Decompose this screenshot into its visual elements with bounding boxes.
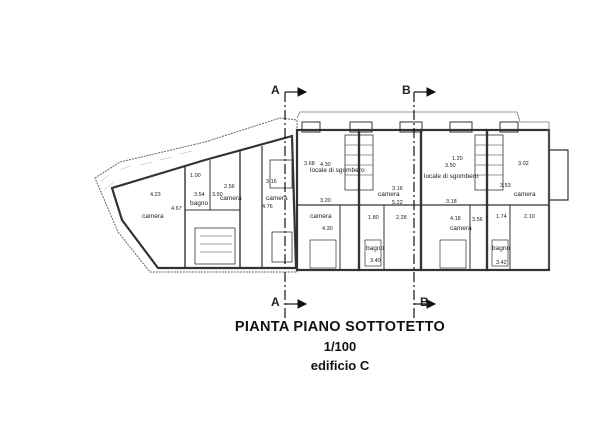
room-camera-6: camera — [450, 225, 472, 232]
section-label-b-bottom: B — [420, 295, 429, 309]
room-locale-1: locale di sgombero — [310, 167, 365, 174]
room-camera-5: camera — [378, 191, 400, 198]
dim-label: 3.02 — [518, 161, 529, 167]
dim-label: 1.00 — [190, 173, 201, 179]
dim-label: 3.16 — [392, 186, 403, 192]
dim-label: 3.50 — [212, 192, 223, 198]
room-camera-7: camera — [514, 191, 536, 198]
dim-label: 3.50 — [445, 163, 456, 169]
dim-label: 3.56 — [472, 217, 483, 223]
dim-label: 3.42 — [496, 260, 507, 266]
dim-label: 3.18 — [446, 199, 457, 205]
dim-label: 4.23 — [150, 192, 161, 198]
room-camera-3: camera — [266, 195, 288, 202]
dim-label: 3.16 — [266, 179, 277, 185]
dim-label: 3.54 — [194, 192, 205, 198]
dim-label: 2.28 — [396, 215, 407, 221]
dim-label: 4.76 — [262, 204, 273, 210]
building-label: edificio C — [310, 358, 370, 373]
dim-label: 4.67 — [171, 206, 182, 212]
drawing-scale: 1/100 — [323, 339, 357, 354]
room-bagno-1: bagno — [190, 200, 208, 207]
dim-label: 4.30 — [322, 226, 333, 232]
room-camera-4: camera — [310, 213, 332, 220]
room-camera-2: camera — [220, 195, 242, 202]
dim-label: 1.80 — [368, 215, 379, 221]
dim-label: 2.10 — [524, 214, 535, 220]
plan-walls — [94, 111, 569, 273]
section-label-a-bottom: A — [271, 295, 280, 309]
dim-label: 5.22 — [392, 200, 403, 206]
room-bagno-2: bagno — [366, 245, 384, 252]
drawing-title: PIANTA PIANO SOTTOTETTO — [234, 319, 446, 335]
section-label-a-top: A — [271, 83, 280, 97]
dim-label: 3.53 — [500, 183, 511, 189]
room-bagno-3: bagno — [492, 245, 510, 252]
dim-label: 1.20 — [452, 156, 463, 162]
title-block: PIANTA PIANO SOTTOTETTO 1/100 edificio C — [200, 318, 480, 375]
dim-label: 4.18 — [450, 216, 461, 222]
section-label-b-top: B — [402, 83, 411, 97]
dim-label: 1.74 — [496, 214, 507, 220]
dim-label: 2.56 — [224, 184, 235, 190]
dim-label: 3.20 — [320, 198, 331, 204]
room-locale-2: locale di sgombero — [424, 173, 479, 180]
room-camera-1: camera — [142, 213, 164, 220]
dim-label: 3.40 — [370, 258, 381, 264]
dim-label: 3.68 — [304, 161, 315, 167]
dim-label: 4.30 — [320, 162, 331, 168]
section-lines — [284, 87, 437, 318]
